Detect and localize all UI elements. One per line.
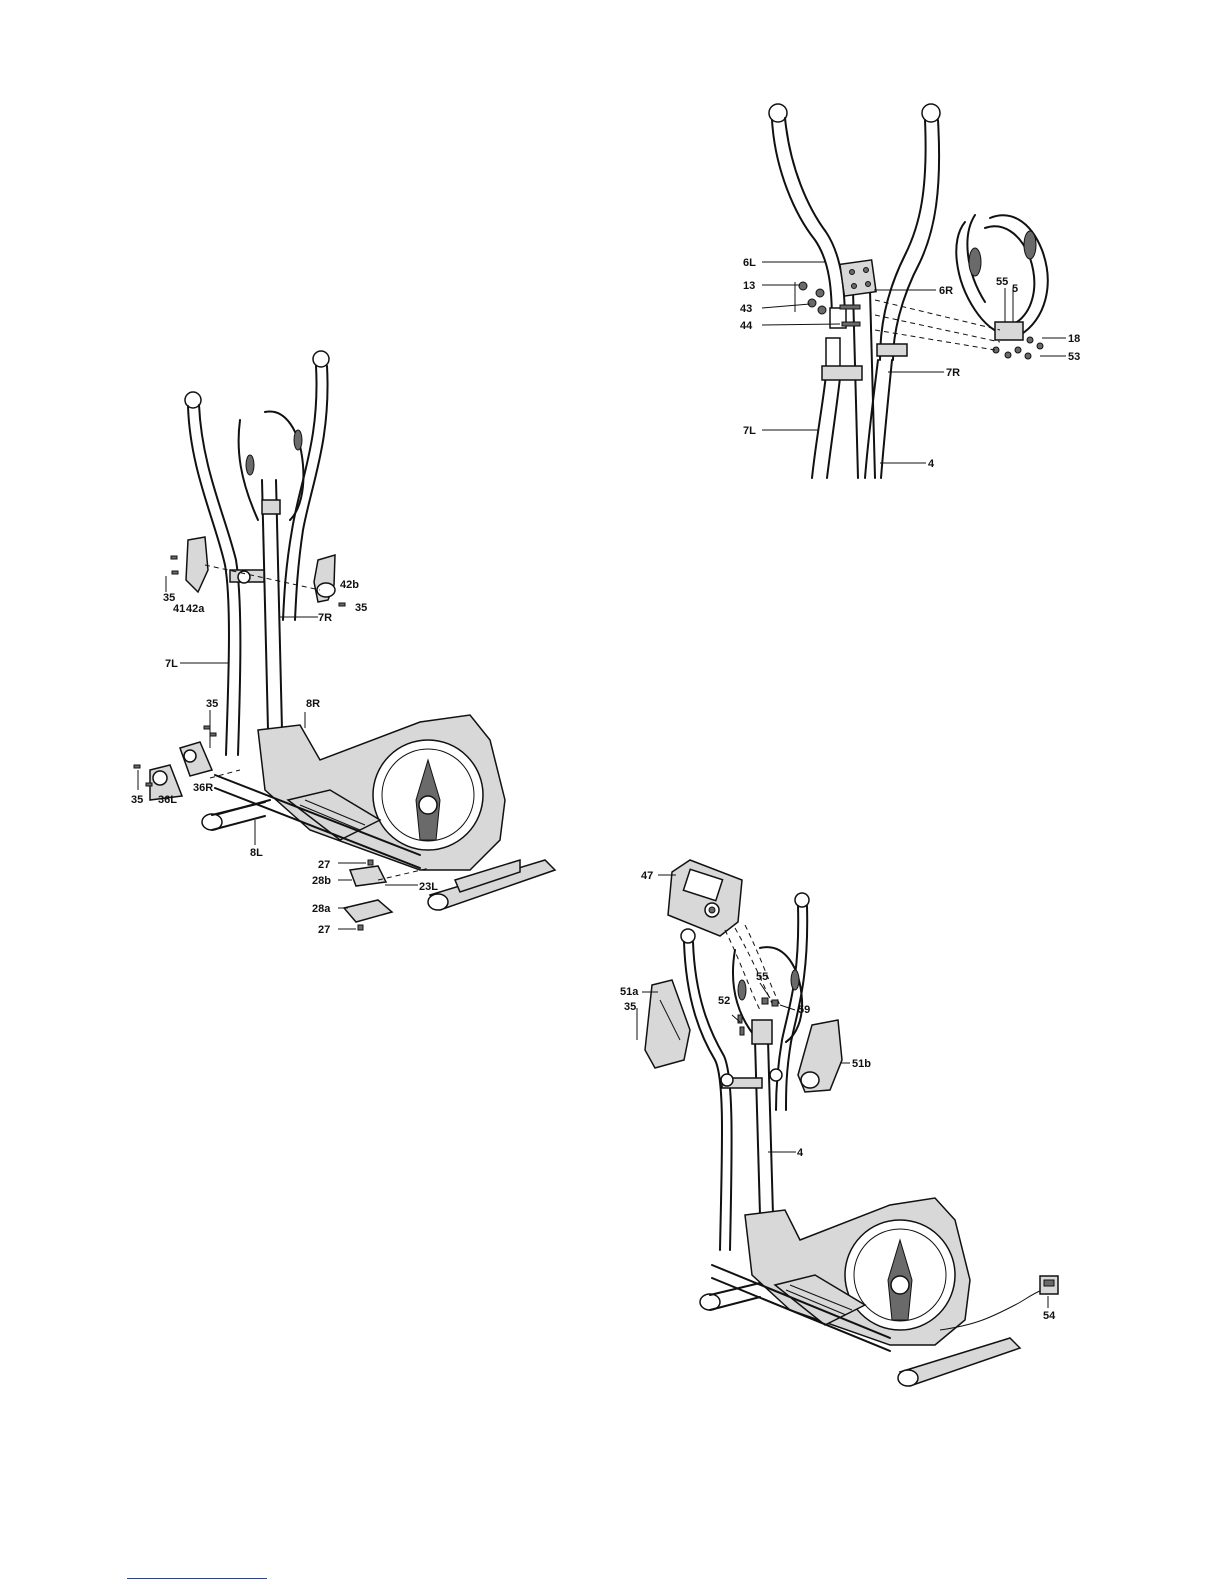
part-label: 6L xyxy=(743,257,756,269)
part-label: 35 xyxy=(206,698,218,710)
part-label: 28a xyxy=(312,903,331,915)
part-label: 7R xyxy=(318,612,332,624)
part-label: 7L xyxy=(743,425,756,437)
part-label: 59 xyxy=(798,1004,810,1016)
part-label: 53 xyxy=(1068,351,1080,363)
footer-hyperlink-underline[interactable] xyxy=(127,1578,267,1579)
part-label: 35 xyxy=(131,794,143,806)
part-label: 4 xyxy=(797,1147,804,1159)
part-label: 35 xyxy=(624,1001,636,1013)
part-label: 51b xyxy=(852,1058,871,1070)
part-label: 55 xyxy=(996,276,1008,288)
right-upper-arm-6R xyxy=(880,104,940,360)
part-label: 42a xyxy=(186,603,205,615)
console-assembly-diagram: 47 51a 35 55 52 59 51b 4 54 xyxy=(620,860,1058,1386)
part-label: 47 xyxy=(641,870,653,882)
part-label: 7L xyxy=(165,658,178,670)
part-label: 55 xyxy=(756,971,768,983)
console-47 xyxy=(668,860,742,936)
part-label: 35 xyxy=(355,602,367,614)
part-label: 27 xyxy=(318,859,330,871)
part-label: 44 xyxy=(740,320,753,332)
part-label: 8L xyxy=(250,847,263,859)
part-label: 51a xyxy=(620,986,639,998)
part-label: 43 xyxy=(740,303,752,315)
part-label: 36R xyxy=(193,782,213,794)
part-label: 42b xyxy=(340,579,359,591)
part-label: 54 xyxy=(1043,1310,1056,1322)
part-label: 41 xyxy=(173,603,185,615)
part-label: 23L xyxy=(419,881,438,893)
elliptical-cover-assembly-diagram: 35 41 42a 42b 35 7R 7L 35 8R 35 36L 36R … xyxy=(131,351,555,936)
part-label: 4 xyxy=(928,458,935,470)
part-label: 5 xyxy=(1012,283,1018,295)
part-label: 13 xyxy=(743,280,755,292)
part-label: 7R xyxy=(946,367,960,379)
part-label: 28b xyxy=(312,875,331,887)
part-label: 18 xyxy=(1068,333,1080,345)
part-label: 27 xyxy=(318,924,330,936)
part-label: 8R xyxy=(306,698,320,710)
part-label: 52 xyxy=(718,995,730,1007)
part-label: 6R xyxy=(939,285,953,297)
left-upper-arm-6L xyxy=(769,104,846,328)
handlebar-assembly-diagram: 6L 13 43 44 6R 55 5 18 53 7R 7L 4 xyxy=(740,104,1080,478)
part-label: 36L xyxy=(158,794,177,806)
